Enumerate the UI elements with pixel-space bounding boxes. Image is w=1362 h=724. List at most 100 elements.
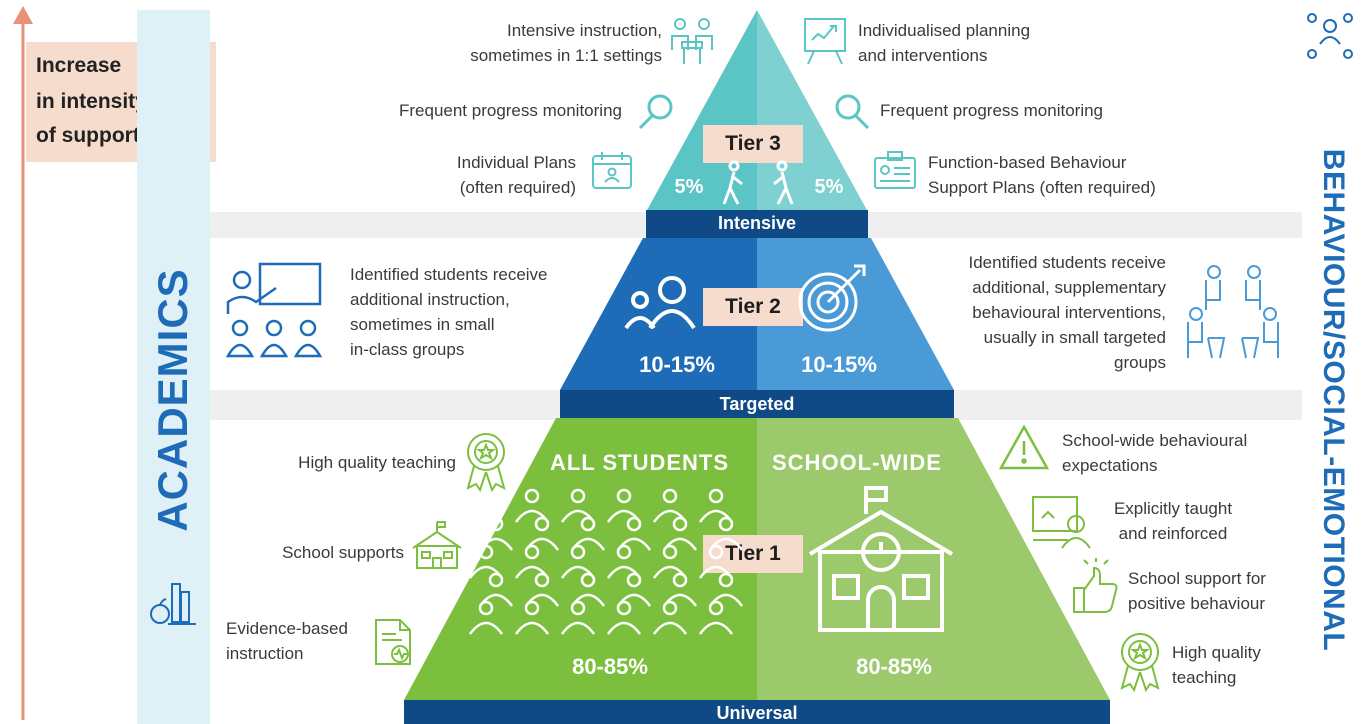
tier2-right-line-1: Identified students receive: [968, 253, 1166, 272]
tier3-left-item-3-line-2: (often required): [459, 178, 576, 197]
student-head-icon: [524, 600, 540, 616]
targeted-label: Targeted: [719, 394, 795, 414]
student-head-icon: [580, 572, 596, 588]
walking-student-right-icon: [773, 160, 794, 205]
tier3-left-item-1-line-2: sometimes in 1:1 settings: [470, 46, 662, 65]
student-body-icon: [514, 509, 550, 523]
tier1-right-item-3-line-1: School support for: [1128, 569, 1266, 588]
student-body-icon: [662, 593, 698, 607]
tier1-right-item-3: School support for positive behaviour: [1128, 566, 1328, 616]
strategy-board-icon: [804, 18, 846, 65]
books-apple-icon: [150, 583, 196, 625]
tier1-right-item-1-line-2: expectations: [1062, 456, 1158, 475]
tier2-right-line-3: behavioural interventions,: [972, 303, 1166, 322]
student-head-icon: [672, 572, 688, 588]
teacher-board-icon: [1032, 496, 1091, 549]
student-head-icon: [662, 600, 678, 616]
student-body-icon: [468, 509, 504, 523]
two-people-icon: [624, 276, 696, 330]
document-check-icon: [375, 619, 411, 665]
intensive-band: [646, 210, 868, 238]
student-body-icon: [652, 621, 688, 635]
student-head-icon: [488, 572, 504, 588]
tier2-right-line-2: additional, supplementary: [972, 278, 1166, 297]
student-head-icon: [534, 572, 550, 588]
student-body-icon: [606, 509, 642, 523]
tier1-right-item-2: Explicitly taught and reinforced: [1098, 496, 1248, 546]
tier1-left-face: [404, 418, 757, 700]
student-body-icon: [524, 593, 560, 607]
student-head-icon: [662, 488, 678, 504]
tier3-left-item-2: Frequent progress monitoring: [398, 101, 622, 120]
student-body-icon: [560, 621, 596, 635]
tier1-left-item-2: School supports: [282, 543, 404, 562]
student-body-icon: [514, 621, 550, 635]
academics-strip: [137, 10, 210, 724]
student-body-icon: [708, 593, 744, 607]
tier1-right-item-4: High quality teaching: [1172, 640, 1292, 690]
magnifier-left-icon: [638, 94, 673, 130]
student-body-icon: [570, 593, 606, 607]
student-body-icon: [652, 565, 688, 579]
thumbs-up-icon: [1073, 558, 1118, 613]
student-body-icon: [616, 537, 652, 551]
intensity-note-line-1: Increase: [36, 54, 122, 77]
student-head-icon: [626, 572, 642, 588]
student-head-icon: [488, 516, 504, 532]
tier2-left-line-4: in-class groups: [350, 340, 465, 359]
student-head-icon: [708, 488, 724, 504]
tier3-right-percent: 5%: [814, 176, 844, 198]
tier2-right-line-4: usually in small targeted: [983, 328, 1166, 347]
tier1-right-percent: 80-85%: [856, 654, 932, 679]
tier3-left-item-1-line-1: Intensive instruction,: [507, 21, 662, 40]
walking-student-left-icon: [722, 160, 743, 205]
tier1-right-item-2-line-2: and reinforced: [1118, 524, 1228, 543]
tier1-left-item-3-line-2: instruction: [226, 644, 304, 663]
student-head-icon: [616, 600, 632, 616]
one-on-one-desk-icon: [671, 18, 713, 64]
tier1-left-item-3: Evidence-based instruction: [226, 616, 376, 666]
student-body-icon: [606, 565, 642, 579]
tier2-left-text: Identified students receive additional i…: [350, 262, 600, 362]
student-body-icon: [570, 537, 606, 551]
target-icon: [798, 264, 866, 332]
people-network-icon: [1307, 13, 1353, 59]
tier3-right-item-3-line-1: Function-based Behaviour: [928, 153, 1127, 172]
student-crowd-icon: [468, 488, 744, 635]
tier1-right-item-4-line-1: High quality: [1172, 643, 1261, 662]
student-body-icon: [560, 509, 596, 523]
tier3-badge: Tier 3: [703, 125, 803, 163]
student-head-icon: [570, 600, 586, 616]
tier2-right-text: Identified students receive additional, …: [908, 250, 1166, 375]
student-body-icon: [698, 621, 734, 635]
tier3-right-item-1-line-1: Individualised planning: [858, 21, 1031, 40]
all-students-heading: ALL STUDENTS: [550, 450, 730, 475]
intensity-note-line-2: in intensity: [36, 90, 147, 113]
student-head-icon: [672, 516, 688, 532]
student-head-icon: [524, 488, 540, 504]
tier1-left-item-1: High quality teaching: [298, 453, 456, 472]
targeted-band: [560, 390, 954, 418]
student-body-icon: [560, 565, 596, 579]
student-body-icon: [524, 537, 560, 551]
award-badge-right-icon: [1120, 633, 1160, 693]
student-head-icon: [626, 516, 642, 532]
award-badge-left-icon: [466, 433, 506, 493]
tier3-right-item-1: Individualised planning and intervention…: [858, 18, 1118, 68]
student-head-icon: [534, 516, 550, 532]
tier3-right-item-2: Frequent progress monitoring: [880, 101, 1104, 120]
intensive-label: Intensive: [717, 213, 797, 233]
warning-triangle-icon: [998, 424, 1050, 470]
school-wide-heading: SCHOOL-WIDE: [772, 450, 942, 475]
teacher-group-icon: [225, 262, 323, 358]
student-body-icon: [652, 509, 688, 523]
student-head-icon: [616, 544, 632, 560]
student-head-icon: [718, 516, 734, 532]
universal-label: Universal: [716, 703, 798, 723]
tier1-left-item-3-line-1: Evidence-based: [226, 619, 348, 638]
magnifier-right-icon: [835, 94, 870, 130]
universal-band: [404, 700, 1110, 724]
student-head-icon: [570, 488, 586, 504]
student-body-icon: [478, 593, 514, 607]
student-body-icon: [662, 537, 698, 551]
